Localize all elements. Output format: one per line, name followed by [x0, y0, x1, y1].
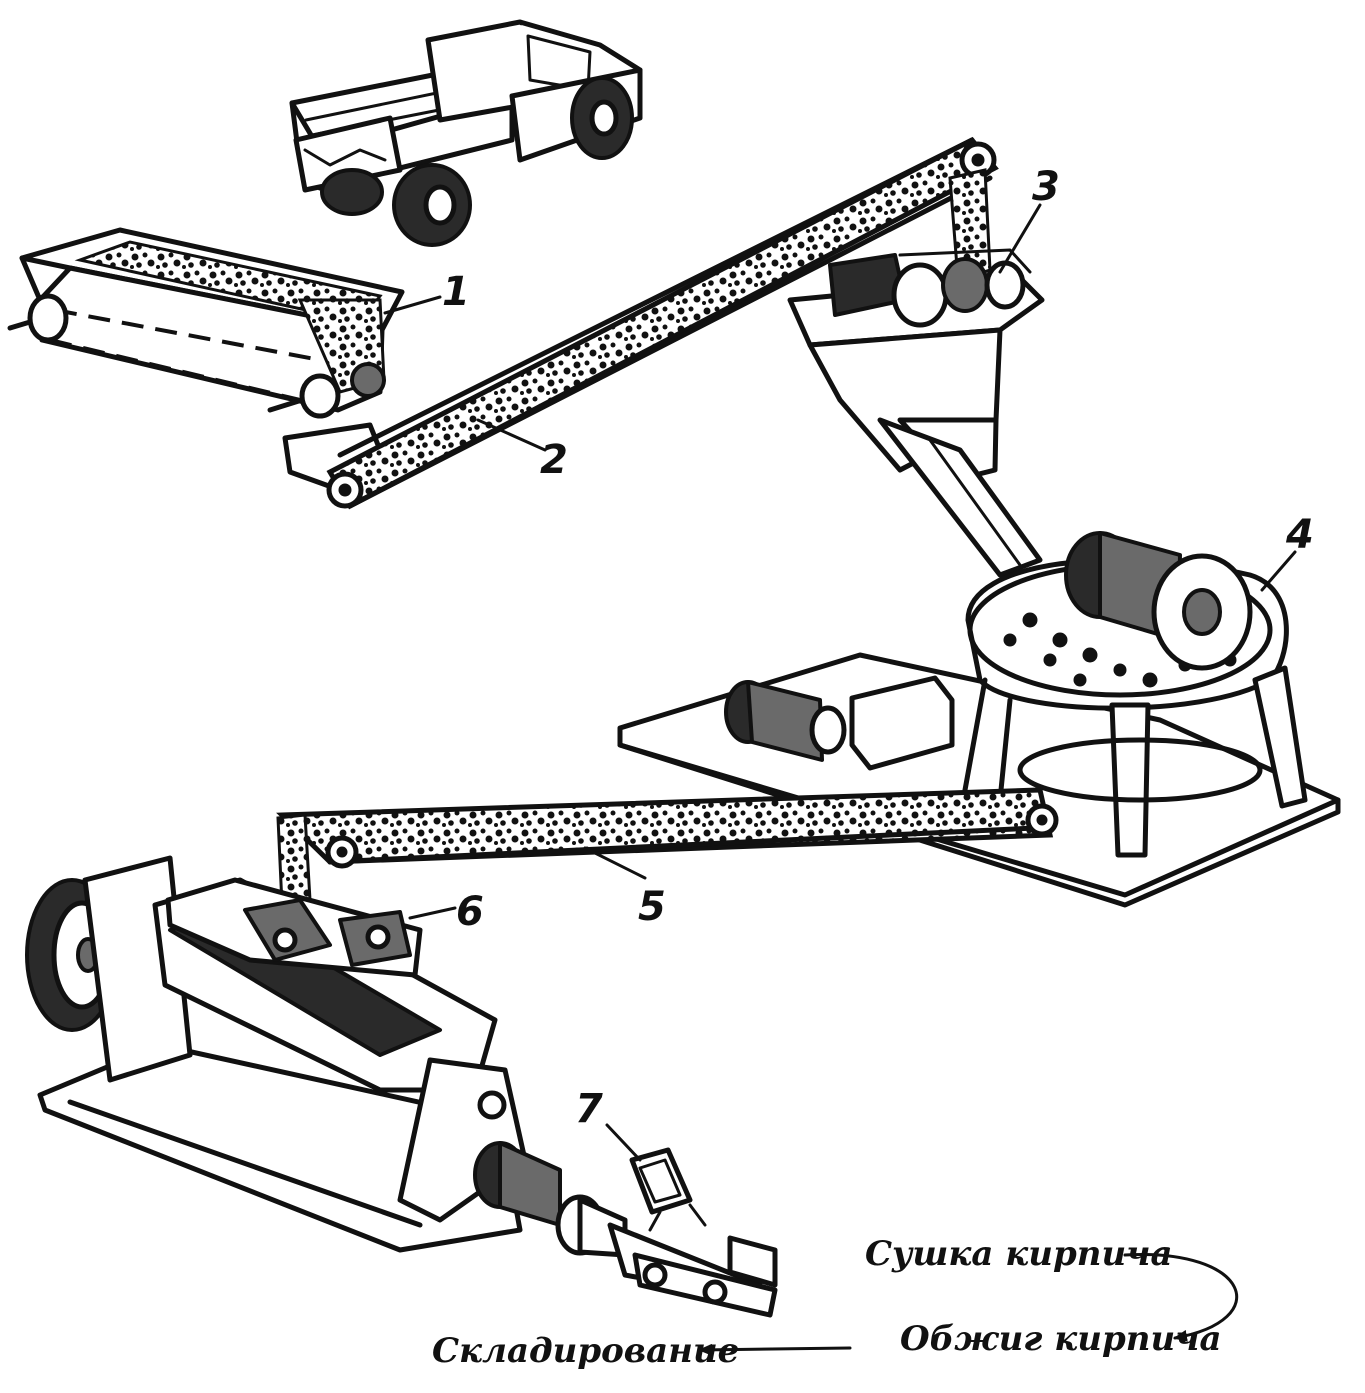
horizontal-conveyor: [276, 787, 1059, 907]
callout-1-label: 1: [442, 269, 470, 315]
feeder-front-roller: [299, 373, 341, 419]
callout-3: 3: [998, 164, 1060, 274]
caption-drying: Сушка кирпича: [865, 1234, 1173, 1274]
extrusion-press: [25, 855, 778, 1318]
callout-5: 5: [583, 846, 666, 930]
roller-table: [607, 1222, 778, 1318]
callout-7-label: 7: [575, 1086, 603, 1132]
callout-4: 4: [1260, 512, 1314, 592]
press-die: [473, 1141, 628, 1258]
callout-2-label: 2: [540, 437, 568, 483]
feeder-rear-roller: [27, 293, 69, 343]
box-feeder: [7, 227, 405, 419]
callout-1: 1: [383, 269, 470, 315]
edge-runner-mill: [617, 531, 1341, 908]
process-flow: Сушка кирпича Обжиг кирпича Складировани…: [432, 1234, 1238, 1371]
truck-rear-wheels: [320, 163, 472, 247]
dump-truck: [289, 19, 643, 247]
roller-crusher: [787, 248, 1045, 578]
caption-storage: Складирование: [432, 1331, 739, 1371]
callout-5-label: 5: [638, 884, 666, 930]
arrow-firing-to-storage: [698, 1343, 852, 1356]
mill-motor: [724, 675, 955, 771]
callout-7: 7: [575, 1086, 642, 1162]
brick-cutter: [629, 1147, 707, 1232]
callout-4-label: 4: [1285, 512, 1314, 558]
callout-6: 6: [408, 889, 484, 935]
truck-front-wheel: [570, 76, 634, 160]
arrow-drying-to-firing: [1123, 1253, 1238, 1342]
callout-3-label: 3: [1032, 164, 1060, 210]
press-mixer: [165, 877, 423, 978]
callout-6-label: 6: [456, 889, 484, 935]
callout-2: 2: [476, 418, 568, 483]
caption-firing: Обжиг кирпича: [900, 1319, 1222, 1359]
